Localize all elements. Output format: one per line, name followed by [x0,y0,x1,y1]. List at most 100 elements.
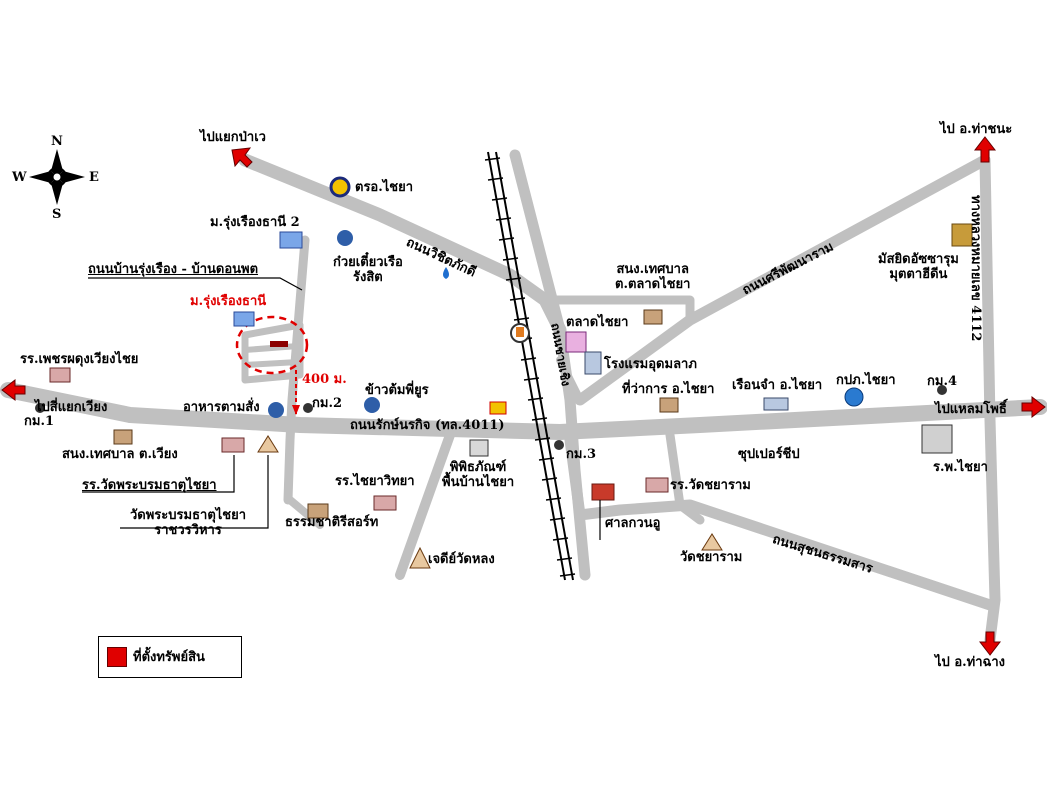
label-museum: พิพิธภัณฑ์ พื้นบ้านไชยา [442,460,515,490]
roads [0,149,1047,646]
khaotom-icon [364,397,380,413]
arrow-to-laempho-icon [1021,395,1046,419]
hotel-icon [584,351,602,375]
label-chedi: เจดีย์วัดหลง [428,552,495,567]
label-400m: 400 ม. [302,372,347,387]
label-to-tha-chana: ไป อ.ท่าชนะ [940,122,1013,137]
compass-icon [29,149,85,205]
label-hotel: โรงแรมอุดมลาภ [604,357,697,372]
road-suchon [564,434,996,611]
label-police: กปภ.ไชยา [836,373,896,388]
water-drop-icon [443,267,449,279]
compass-w: W [12,170,27,185]
hospital-icon [921,424,953,454]
legend-label: ที่ตั้งทรัพย์สิน [133,649,205,665]
restaurant-icon [337,230,353,246]
resort-icon [307,503,329,519]
pointer-lines [82,277,601,540]
label-school-phet: รร.เพชรผดุงเวียงไชย [20,352,139,367]
label-food-tam: อาหารตามสั่ง [183,400,260,415]
label-supercheap: ซุปเปอร์ชีป [738,447,800,462]
museum-icon [469,439,489,457]
label-sno-wiang: สนง.เทศบาล ต.เวียง [62,447,178,462]
sno-wiang-icon [113,429,133,445]
legend-swatch [107,647,127,667]
label-district-office: ที่ว่าการ อ.ไชยา [622,382,715,397]
market-icon [565,331,587,353]
arrow-to-wiang-icon [1,378,26,402]
poi-icons [35,176,973,569]
school-phet-icon [49,367,71,383]
label-school-chaiya: รร.ไชยาวิทยา [335,474,415,489]
railway [484,151,576,581]
label-talad-chaiya: ตลาดไชยา [566,315,629,330]
school-chaya-icon [645,477,669,493]
label-wat-chaya: วัดชยาราม [680,550,743,565]
road-rungruang [283,235,310,505]
compass-e: E [89,170,99,185]
shrine-icon [591,483,615,501]
km3-icon [554,440,564,450]
post-office-icon [329,176,351,198]
label-km3: กม.3 [566,447,597,462]
label-to-tha-chang: ไป อ.ท่าฉาง [935,655,1006,670]
label-to-yaek-wiang: ไปสี่แยกเวียง [35,400,108,415]
food-icon [268,402,284,418]
label-km4: กม.4 [927,374,958,389]
district-office-icon [659,397,679,413]
label-sno-market: สนง.เทศบาล ต.ตลาดไชยา [615,262,691,292]
label-moo-rung-2: ม.รุ่งเรืองธานี 2 [210,215,300,230]
label-km2: กม.2 [312,396,343,411]
road-4112 [979,154,1001,646]
arrow-to-thachang-icon [978,631,1002,656]
legend: ที่ตั้งทรัพย์สิน [98,636,242,678]
flag-icon [489,401,507,415]
label-resort: ธรรมชาติรีสอร์ท [285,515,379,530]
label-post-office: ตรอ.ไชยา [355,180,414,195]
arrow-to-pawe-icon [231,147,253,168]
sno-market-icon [643,309,663,325]
label-shrine: ศาลกวนอู [605,516,661,531]
km2-icon [303,403,313,413]
chedi-icon [409,546,431,569]
label-road-rung-ruang: ถนนบ้านรุ่งเรือง - บ้านดอนพต [88,262,259,277]
mosque-icon [951,223,973,247]
school-chaiya-icon [373,495,397,511]
label-moo-rung: ม.รุ่งเรืองธานี [190,294,267,309]
wat-borom-icon [257,435,279,453]
label-to-laem-pho: ไปแหลมโพธิ์ [935,402,1007,417]
prison-icon [763,397,789,411]
km4-icon [937,385,947,395]
road-village-inner-2 [242,359,301,368]
arrow-to-thachana-icon [973,136,997,163]
wat-chaya-icon [701,533,723,551]
label-road-main: ถนนรักษ์นรกิจ (ทล.4011) [350,418,505,433]
label-mosque: มัสยิดอัซซารุม มุตตาฮีดีน [878,252,959,282]
label-khaotom: ข้าวต้มพี่ยูร [365,383,429,398]
road-market-loop [540,295,695,325]
road-small-1 [556,356,584,404]
property-marker [235,315,309,415]
village-icon [233,311,255,327]
km1-icon [35,403,45,413]
village-2-icon [279,231,303,249]
direction-arrows [1,136,1046,656]
compass-s: S [52,207,62,222]
road-chedi [395,430,455,580]
label-school-wat: รร.วัดพระบรมธาตุไชยา [82,478,217,493]
label-kuaytiao: ก๋วยเตี๋ยวเรือ รังสิต [333,255,403,285]
compass-n: N [51,134,63,149]
label-hwy-4112: ทางหลวงหมายเลข 4112 [968,195,983,342]
road-village-inner-1 [242,343,301,353]
label-school-chaya: รร.วัดชยาราม [670,478,751,493]
police-icon [844,387,864,407]
road-wat-chaya [665,430,705,525]
road-resort [286,496,324,529]
label-km1: กม.1 [24,414,55,429]
label-to-yaek-pawe: ไปแยกป่าเว [200,130,266,145]
school-wat-icon [221,437,245,453]
label-hospital: ร.พ.ไชยา [933,460,988,475]
label-wat-borom: วัดพระบรมธาตุไชยา ราชวรวิหาร [130,508,247,538]
label-prison: เรือนจำ อ.ไชยา [732,378,823,393]
